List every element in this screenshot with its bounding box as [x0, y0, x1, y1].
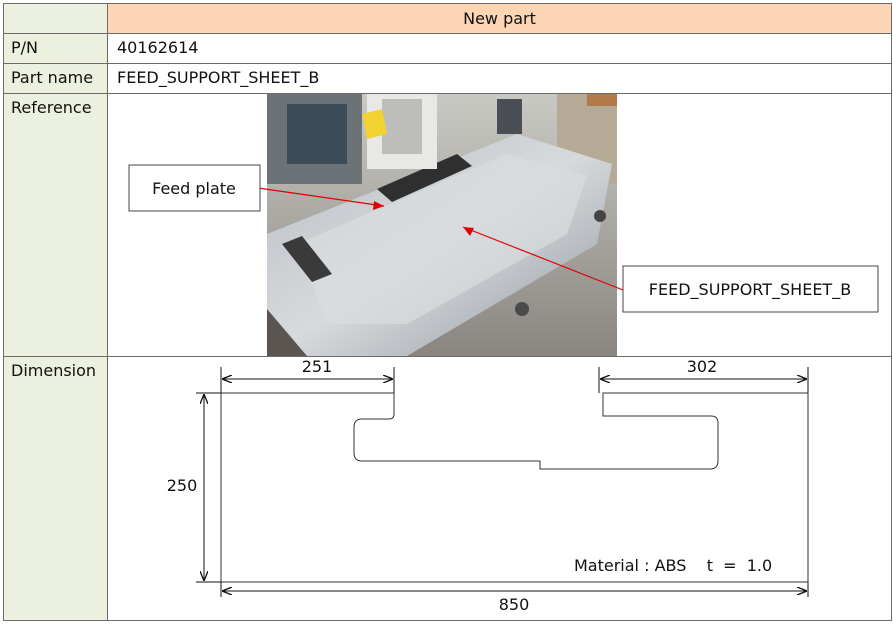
- part-name-value: FEED_SUPPORT_SHEET_B: [107, 63, 892, 94]
- part-spec-table: New part P/N 40162614 Part name FEED_SUP…: [3, 3, 892, 621]
- pn-row: P/N 40162614: [3, 33, 892, 64]
- feed-plate-arrowhead: [373, 201, 384, 210]
- part-outline: [220, 392, 809, 583]
- part-drawing: 251 302 250 850 Material : ABS t = 1.0: [167, 357, 809, 614]
- sheet-callout: FEED_SUPPORT_SHEET_B: [649, 280, 851, 300]
- part-name-label: Part name: [3, 63, 108, 94]
- reference-photo: [267, 94, 617, 356]
- feed-plate-callout: Feed plate: [152, 179, 236, 198]
- part-name-row: Part name FEED_SUPPORT_SHEET_B: [3, 63, 892, 94]
- reference-cell: Feed plate FEED_SUPPORT_SHEET_B: [107, 93, 892, 357]
- dim-height: 250: [167, 476, 198, 495]
- dimension-row: Dimension 251 30: [3, 356, 892, 621]
- pn-label: P/N: [3, 33, 108, 64]
- header-title: New part: [107, 3, 892, 34]
- dim-width: 850: [499, 595, 530, 614]
- dimension-cell: 251 302 250 850 Material : ABS t = 1.0: [107, 356, 892, 621]
- header-corner: [3, 3, 108, 34]
- pn-value: 40162614: [107, 33, 892, 64]
- feed-plate-callout-box: [128, 164, 261, 212]
- reference-callouts: Feed plate FEED_SUPPORT_SHEET_B: [128, 164, 879, 313]
- sheet-arrow: [462, 226, 624, 291]
- material-note: Material : ABS t = 1.0: [574, 556, 772, 575]
- sheet-arrowhead: [463, 227, 474, 236]
- reference-label: Reference: [3, 93, 108, 357]
- feed-plate-arrow: [257, 187, 385, 207]
- header-row: New part: [3, 3, 892, 34]
- reference-row: Reference: [3, 93, 892, 357]
- dim-left-slot: 251: [302, 357, 333, 376]
- dim-right-slot: 302: [687, 357, 718, 376]
- dimension-label: Dimension: [3, 356, 108, 621]
- sheet-callout-box: [622, 265, 879, 313]
